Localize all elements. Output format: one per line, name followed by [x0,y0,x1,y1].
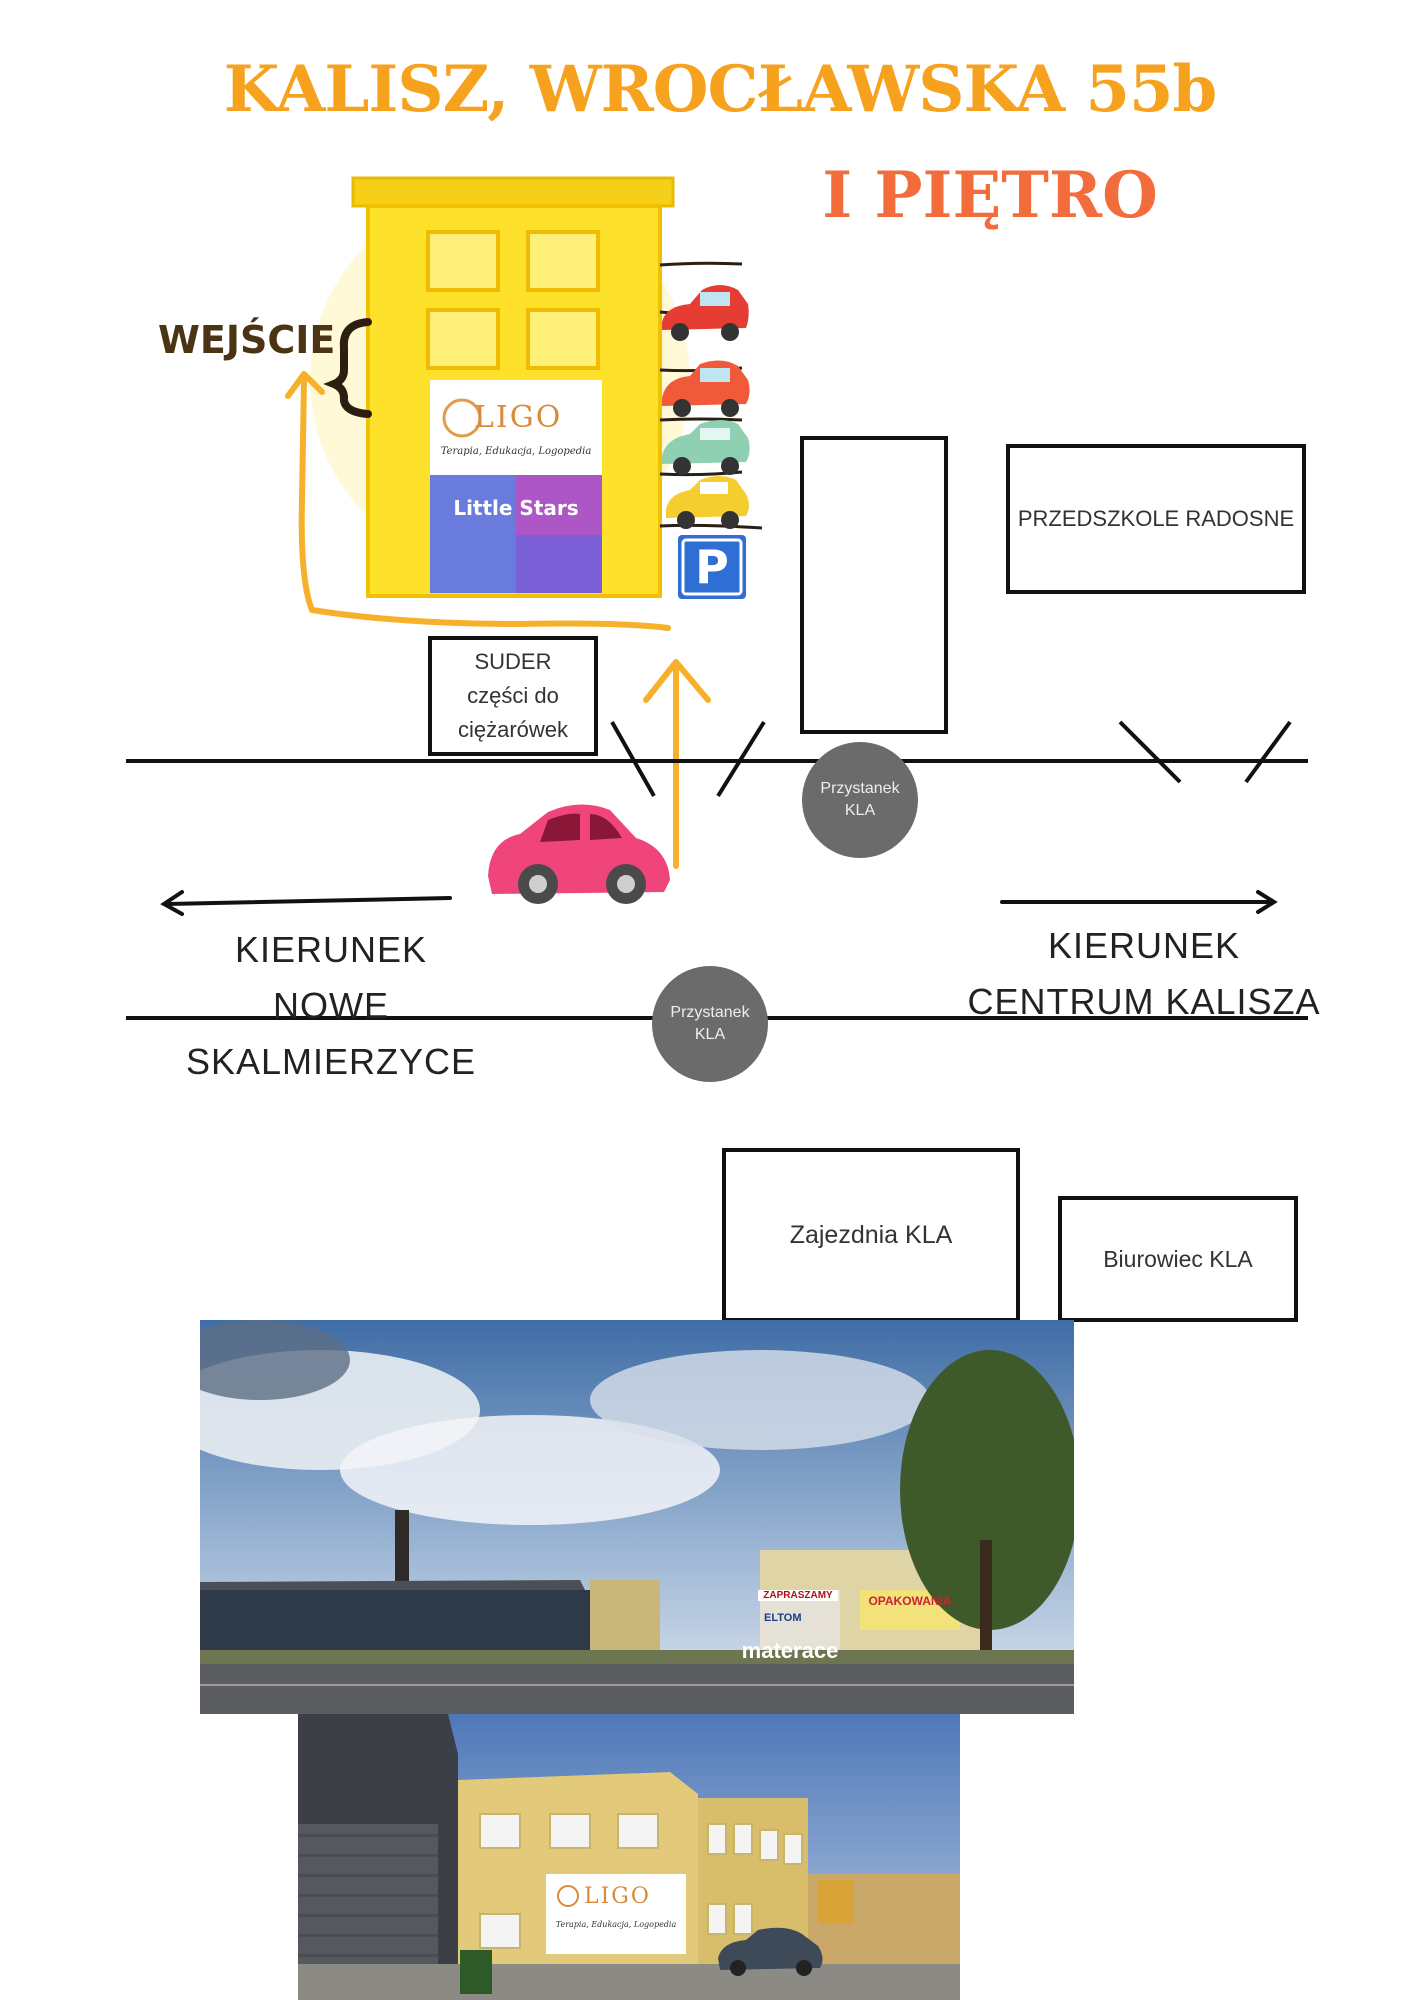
road-line-top [126,759,1308,763]
direction-left-line2: NOWE SKALMIERZYCE [185,985,477,1082]
parked-car-orange [662,360,750,417]
front-sign-tagline: Terapia, Edukacja, Logopedia [555,1920,677,1929]
parked-car-yellow [666,476,749,529]
bus-stop-north: Przystanek KLA [802,742,918,858]
front-sign-logo: LIGO [584,1884,651,1909]
direction-right-line2: CENTRUM KALISZA [967,981,1321,1022]
arrow-left [160,890,452,916]
bus-stop-south-label: Przystanek KLA [670,1004,750,1043]
bus-stop-south: Przystanek KLA [652,966,768,1082]
landmark-suder-label: SUDER części do ciężarówek [457,649,569,742]
building-front-photo: LIGO Terapia, Edukacja, Logopedia [298,1714,960,2000]
floor-label: I PIĘTRO [822,158,1158,233]
landmark-przedszkole-label: PRZEDSZKOLE RADOSNE [1017,506,1295,531]
building-tagline: Terapia, Edukacja, Logopedia [440,446,592,457]
street-view-illustration [200,1320,1074,1714]
little-stars-banner: Little Stars [453,496,579,520]
direction-left: KIERUNEK NOWE SKALMIERZYCE [126,922,536,1090]
building-sign [430,380,602,593]
parked-car-red [662,285,749,341]
building-logo: LIGO [474,400,563,435]
road-hatches [610,720,1292,798]
entrance-label: WEJŚCIE [158,318,336,362]
direction-right: KIERUNEK CENTRUM KALISZA [966,918,1322,1030]
landmark-przedszkole: PRZEDSZKOLE RADOSNE [1006,444,1306,594]
landmark-zajezdnia: Zajezdnia KLA [722,1148,1020,1322]
parked-car-mint [662,420,750,475]
arrow-right [1000,890,1278,914]
building-front-illustration [298,1714,960,2000]
bus-stop-north-label: Przystanek KLA [820,780,900,819]
street-view-photo: ZAPRASZAMY OPAKOWANIA ELTOM materace [200,1320,1074,1714]
direction-right-line1: KIERUNEK [1047,925,1241,966]
address-title: KALISZ, WROCŁAWSKA 55b [223,52,1218,127]
unnamed-building [800,436,948,734]
street-sign-zapraszamy: ZAPRASZAMY [758,1590,838,1601]
walking-route [285,371,711,869]
landmark-biurowiec-label: Biurowiec KLA [1103,1245,1253,1272]
destination-car-icon [488,804,670,904]
entrance-bracket [323,318,372,418]
street-sign-opakowania: OPAKOWANIA [868,1594,952,1608]
landmark-biurowiec: Biurowiec KLA [1058,1196,1298,1322]
landmark-suder: SUDER części do ciężarówek [428,636,598,756]
map-drawing [126,176,1308,1020]
street-sign-materace: materace [741,1638,839,1663]
street-sign-eltom: ELTOM [764,1612,802,1624]
parking-letter: P [695,540,729,594]
direction-left-line1: KIERUNEK [234,929,428,970]
landmark-zajezdnia-label: Zajezdnia KLA [789,1220,953,1249]
parking-sign-icon [678,535,746,599]
